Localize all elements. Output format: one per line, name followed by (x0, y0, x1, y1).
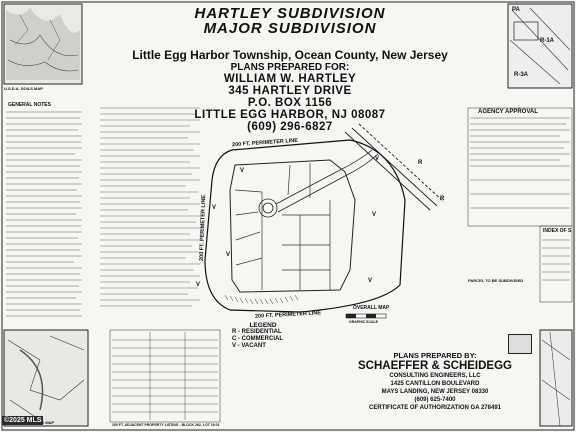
zone-v-label-5: V (226, 252, 231, 258)
mls-watermark: ©2025 MLS (2, 416, 44, 425)
title-block: HARTLEY SUBDIVISION MAJOR SUBDIVISION Li… (100, 6, 480, 133)
prepared-for-label: PLANS PREPARED FOR: (230, 62, 350, 73)
owner-name: WILLIAM W. HARTLEY (223, 73, 357, 85)
subdivision-subtitle: MAJOR SUBDIVISION (203, 20, 377, 37)
legend: LEGEND R - RESIDENTIAL C - COMMERCIAL V … (232, 322, 294, 350)
middle-notes-text-lines (100, 107, 200, 307)
agency-table-lines (467, 107, 573, 227)
graphic-scale (345, 313, 387, 319)
owner-city: LITTLE EGG HARBOR, NJ 08087 (194, 109, 386, 121)
zone-r1a-label: R-1A (540, 38, 555, 44)
zone-v-label-3: V (212, 205, 217, 211)
property-listing-caption: 200 FT. ADJACENT PROPERTY LISTING - BLOC… (112, 423, 220, 427)
hartley-drive-road (344, 123, 445, 211)
prepared-by-block: PLANS PREPARED BY: SCHAEFFER & SCHEIDEGG… (355, 352, 515, 412)
zone-v-label-2: V (375, 156, 380, 162)
interior-lot-lines (234, 163, 331, 290)
firm-certificate: CERTIFICATE OF AUTHORIZATION GA 278491 (368, 405, 501, 411)
vicinity-map-figure (539, 329, 573, 427)
prepared-by-label: PLANS PREPARED BY: (393, 351, 477, 360)
graphic-scale-label: GRAPHIC SCALE (349, 320, 378, 324)
soils-map-figure (3, 3, 83, 85)
zone-r3a-label: R-3A (514, 72, 529, 78)
tax-map-figure (3, 329, 89, 427)
soils-map-caption: U.S.D.A. SOILS MAP (4, 86, 43, 91)
zone-v-label-1: V (240, 168, 245, 174)
general-notes-text-lines (6, 111, 82, 317)
firm-name: SCHAEFFER & SCHEIDEGG (358, 360, 512, 372)
firm-city: MAYS LANDING, NEW JERSEY 08330 (381, 389, 489, 395)
owner-po-box: P.O. BOX 1156 (247, 97, 333, 109)
zone-v-label-7: V (368, 278, 373, 284)
zone-v-label-4: V (372, 212, 377, 218)
township-line: Little Egg Harbor Township, Ocean County… (132, 48, 448, 62)
key-map-figure (507, 3, 573, 89)
owner-address: 345 HARTLEY DRIVE (228, 85, 352, 97)
perimeter-line (204, 139, 406, 313)
legend-item-commercial: C - COMMERCIAL (232, 336, 283, 342)
firm-phone: (609) 625-7400 (414, 397, 456, 403)
hatched-tree-line (224, 294, 299, 305)
zone-r-label-2: R (440, 196, 445, 202)
general-notes-heading: GENERAL NOTES (8, 102, 51, 108)
firm-subtitle: CONSULTING ENGINEERS, LLC (389, 373, 481, 379)
overall-map-label: OVERALL MAP (353, 305, 390, 311)
property-listing-table (109, 329, 221, 423)
zone-v-label-6: V (196, 282, 201, 288)
index-of-sheets-heading: INDEX OF S (543, 228, 572, 234)
agency-approvals-heading: AGENCY APPROVAL (478, 109, 538, 115)
zone-r-label-1: R (418, 160, 423, 166)
cul-de-sac-road (258, 149, 379, 218)
pa-label: PA (512, 7, 520, 13)
parcel-note: PARCEL TO BE SUBDIVIDED (468, 278, 524, 283)
legend-item-residential: R - RESIDENTIAL (232, 329, 282, 335)
legend-item-vacant: V - VACANT (232, 343, 266, 349)
legend-title: LEGEND (249, 322, 277, 329)
owner-phone: (609) 296-6827 (247, 121, 333, 133)
firm-street: 1425 CANTILLON BOULEVARD (390, 381, 480, 387)
subdivision-title: HARTLEY SUBDIVISION (194, 5, 386, 22)
index-of-sheets-lines (539, 225, 573, 303)
lot-boundary (229, 159, 356, 293)
project-stamp (508, 334, 532, 354)
